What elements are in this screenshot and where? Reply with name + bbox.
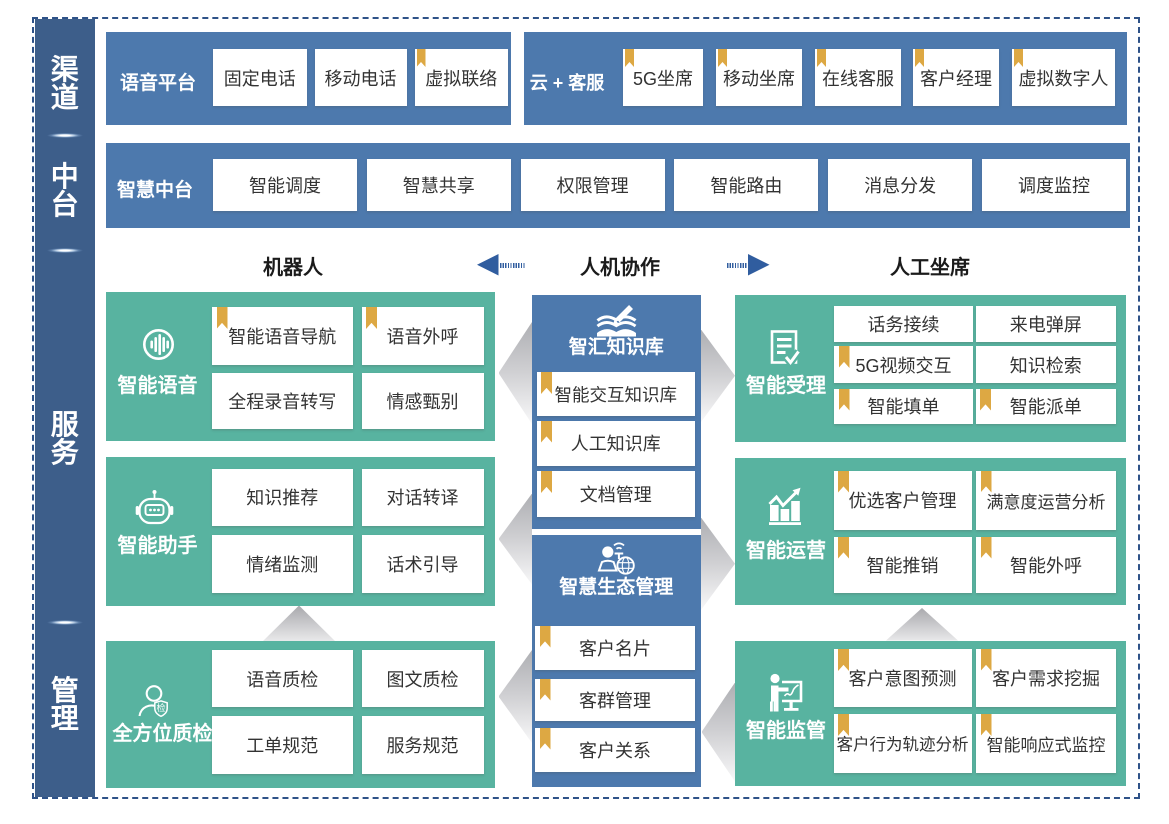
svg-text:检: 检	[156, 702, 165, 713]
